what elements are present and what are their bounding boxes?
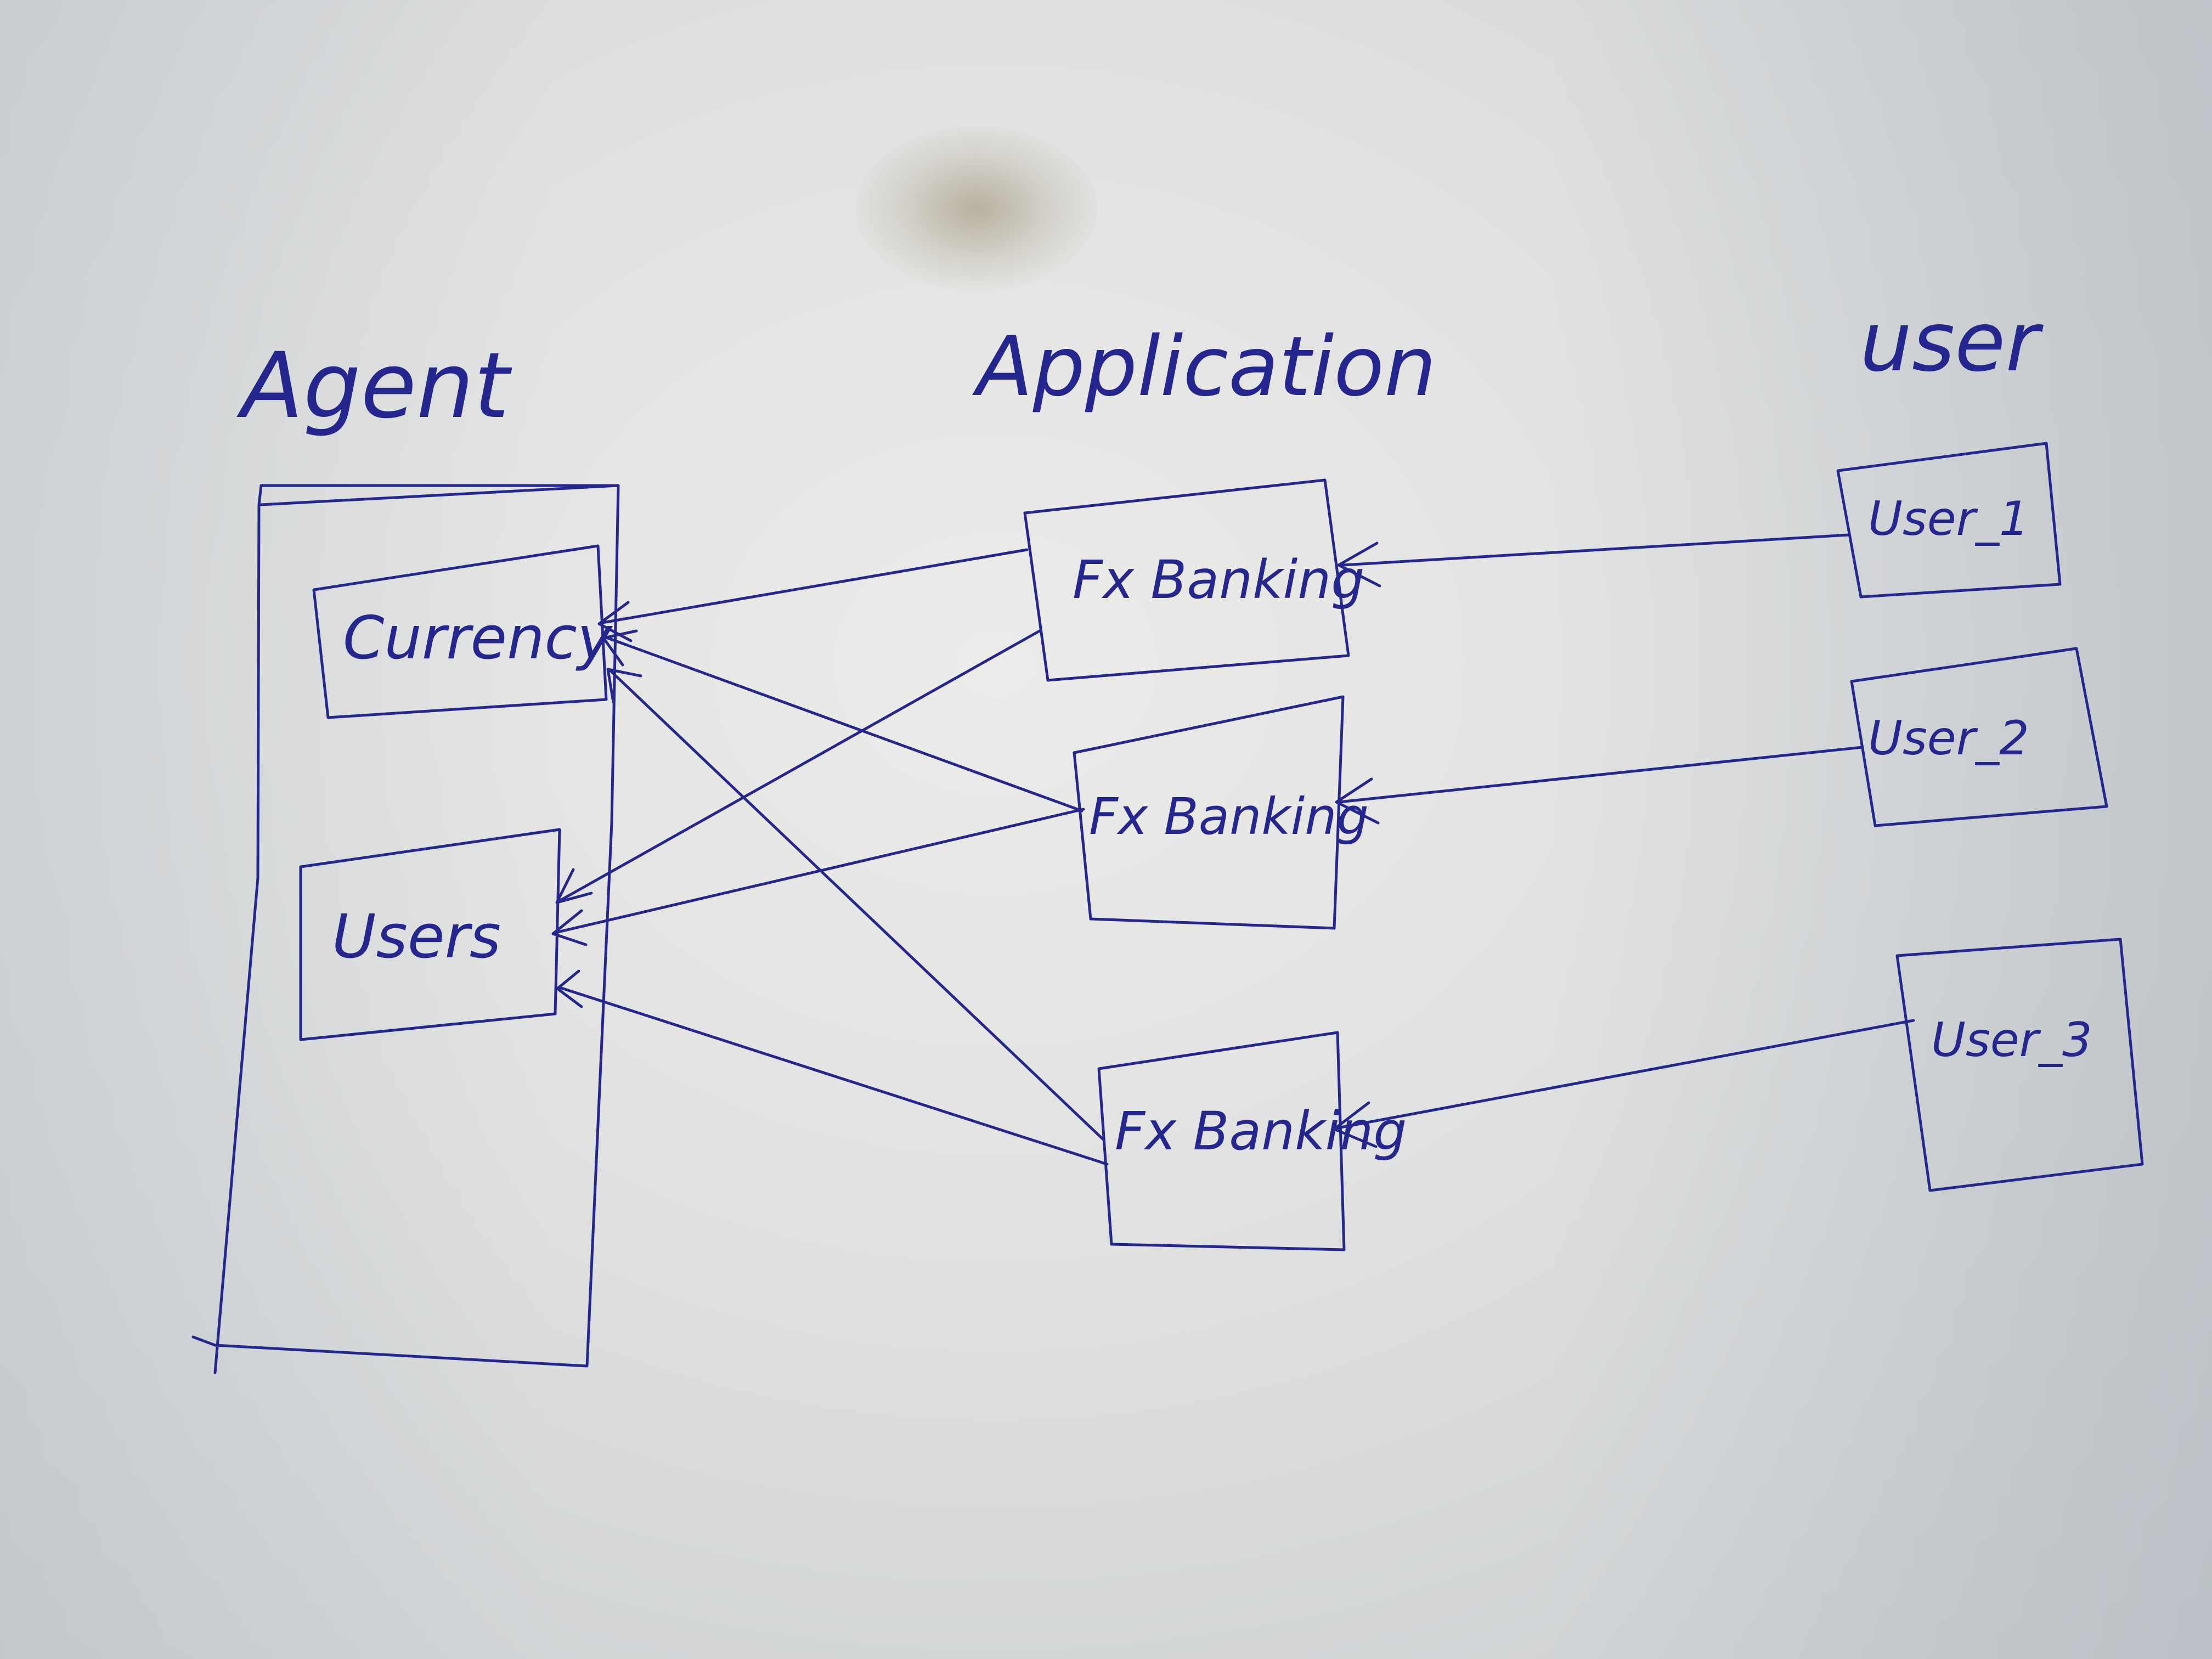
users-box	[299, 828, 561, 1041]
arrow-user3-to-fxbanking3	[1333, 1019, 1915, 1148]
arrow-fxbanking1-to-users	[555, 629, 1041, 904]
user-heading: user	[1860, 295, 2044, 390]
currency-label: Currency	[343, 604, 613, 673]
agent-container	[191, 484, 620, 1374]
user-label-3: User_3	[1931, 1013, 2092, 1068]
user-label-2: User_2	[1868, 711, 2029, 766]
users-label: Users	[332, 901, 501, 972]
fx-banking-box-1	[1023, 478, 1350, 682]
arrow-fxbanking2-to-currency	[602, 629, 1084, 812]
arrow-fxbanking3-to-currency	[606, 668, 1105, 1142]
user-label-1: User_1	[1868, 492, 2029, 546]
arrow-user1-to-fxbanking1	[1337, 533, 1850, 588]
fx-banking-label-1: Fx Banking	[1073, 549, 1364, 611]
fx-banking-label-3: Fx Banking	[1115, 1101, 1407, 1162]
paper-stain	[856, 126, 1097, 291]
application-heading: Application	[972, 319, 1436, 415]
arrow-fxbanking3-to-users	[556, 969, 1109, 1166]
arrow-user2-to-fxbanking2	[1335, 746, 1864, 825]
fx-banking-box-2	[1073, 695, 1345, 930]
arrow-fxbanking1-to-currency	[597, 548, 1029, 642]
arrow-fxbanking2-to-users	[551, 808, 1085, 946]
user-box-1	[1836, 442, 2062, 599]
user-box-3	[1895, 938, 2144, 1192]
user-box-2	[1850, 647, 2108, 827]
currency-box	[312, 544, 608, 719]
agent-heading: Agent	[236, 333, 512, 438]
fx-banking-box-3	[1097, 1031, 1346, 1251]
fx-banking-label-2: Fx Banking	[1089, 787, 1369, 846]
